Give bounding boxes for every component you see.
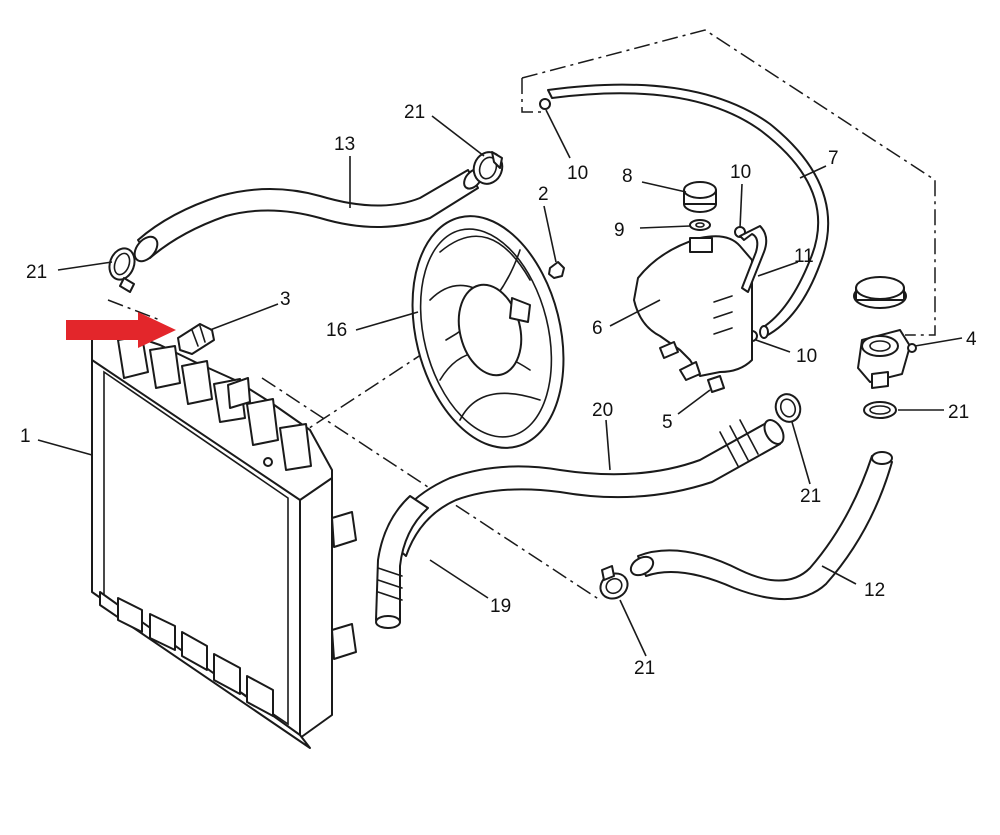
callout-3: 3 xyxy=(280,289,291,310)
clip-top xyxy=(539,98,551,110)
filler-neck-and-cap xyxy=(853,276,917,389)
callout-2: 2 xyxy=(538,184,549,205)
reservoir-tube xyxy=(739,225,768,293)
overflow-hose xyxy=(547,83,830,339)
callout-4: 4 xyxy=(966,329,977,350)
lower-hose-upper xyxy=(387,419,785,557)
hose-clamp-filler xyxy=(863,401,897,419)
callout-10-reservoir-lower: 10 xyxy=(796,346,817,367)
callout-21-filler: 21 xyxy=(948,402,969,423)
callout-20: 20 xyxy=(592,400,613,421)
callout-8: 8 xyxy=(622,166,633,187)
callout-10-top: 10 xyxy=(567,163,588,184)
callout-19: 19 xyxy=(490,596,511,617)
coolant-reservoir xyxy=(633,235,753,381)
callout-12: 12 xyxy=(864,580,885,601)
leader-lines xyxy=(37,109,963,657)
callout-21-bottom: 21 xyxy=(634,658,655,679)
bolt xyxy=(707,375,725,393)
hose-clamp-right-lower xyxy=(774,393,802,423)
bottom-hose xyxy=(629,451,893,601)
nut xyxy=(548,261,565,279)
upper-hose xyxy=(133,168,483,263)
callout-6: 6 xyxy=(592,318,603,339)
callout-labels: 1 2 3 4 5 6 7 8 9 10 10 10 11 12 13 16 1… xyxy=(20,102,977,679)
hose-clamp-upper-left xyxy=(108,247,136,293)
washer xyxy=(689,219,711,231)
callout-21-upper-right: 21 xyxy=(404,102,425,123)
callout-16: 16 xyxy=(326,320,347,341)
callout-1: 1 xyxy=(20,426,31,447)
red-arrow-icon xyxy=(66,312,176,348)
cooling-fan xyxy=(411,215,565,449)
callout-10-reservoir-upper: 10 xyxy=(730,162,751,183)
callout-9: 9 xyxy=(614,220,625,241)
hose-clamp-bottom xyxy=(599,565,629,600)
radiator xyxy=(91,332,357,749)
hose-clamp-upper-right xyxy=(472,151,504,185)
callout-11: 11 xyxy=(794,246,814,267)
callout-21-lower-hose: 21 xyxy=(800,486,821,507)
reservoir-cap xyxy=(683,181,717,213)
temperature-sender xyxy=(177,323,215,355)
lower-hose-lower xyxy=(375,495,429,629)
callout-21-upper-left: 21 xyxy=(26,262,47,283)
callout-7: 7 xyxy=(828,148,839,169)
callout-5: 5 xyxy=(662,412,673,433)
callout-13: 13 xyxy=(334,134,355,155)
assembly-dash-lines xyxy=(107,29,936,601)
